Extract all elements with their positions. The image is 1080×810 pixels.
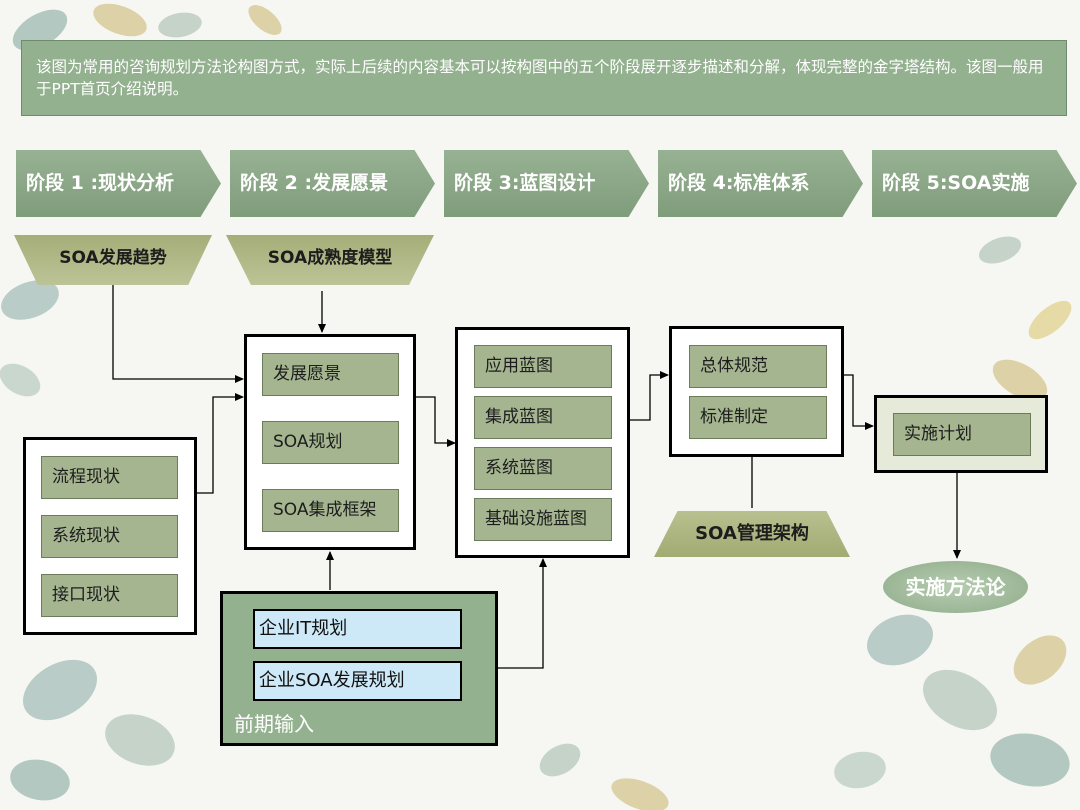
current-state-item-label: 接口现状 bbox=[52, 585, 120, 605]
arrow-trend-to-vision bbox=[112, 285, 244, 383]
header-note: 该图为常用的咨询规划方法论构图方式，实际上后续的内容基本可以按构图中的五个阶段展… bbox=[21, 40, 1067, 116]
soa-maturity-callout: SOA成熟度模型 bbox=[226, 235, 434, 285]
current-state-item: 系统现状 bbox=[41, 515, 178, 558]
stage-3-chevron: 阶段 3:蓝图设计 bbox=[444, 150, 649, 217]
stage-4-label: 阶段 4:标准体系 bbox=[668, 172, 810, 194]
current-state-item: 接口现状 bbox=[41, 574, 178, 617]
vision-item: 发展愿景 bbox=[262, 353, 399, 396]
soa-governance-label: SOA管理架构 bbox=[695, 523, 809, 544]
prior-input-item: 企业IT规划 bbox=[253, 609, 462, 649]
vision-item: SOA集成框架 bbox=[262, 489, 399, 532]
stage-3-label: 阶段 3:蓝图设计 bbox=[454, 172, 596, 194]
arrow-blueprint-to-standards bbox=[628, 371, 669, 421]
methodology-label: 实施方法论 bbox=[905, 575, 1006, 599]
current-state-item-label: 流程现状 bbox=[52, 467, 120, 487]
standards-item: 总体规范 bbox=[689, 345, 827, 388]
blueprint-item: 集成蓝图 bbox=[474, 396, 612, 439]
soa-trend-label: SOA发展趋势 bbox=[59, 248, 167, 268]
blueprint-item-label: 基础设施蓝图 bbox=[485, 509, 587, 529]
standards-item-label: 标准制定 bbox=[700, 407, 768, 427]
header-text: 该图为常用的咨询规划方法论构图方式，实际上后续的内容基本可以按构图中的五个阶段展… bbox=[36, 58, 1044, 98]
vision-item-label: 发展愿景 bbox=[273, 364, 341, 384]
prior-input-item-label: 企业SOA发展规划 bbox=[259, 670, 405, 691]
blueprint-item: 基础设施蓝图 bbox=[474, 498, 612, 541]
blueprint-item: 应用蓝图 bbox=[474, 345, 612, 388]
arrow-standards-to-plan bbox=[843, 374, 874, 430]
soa-governance-callout: SOA管理架构 bbox=[654, 511, 850, 557]
stage-2-chevron: 阶段 2 :发展愿景 bbox=[230, 150, 435, 217]
blueprint-item-label: 集成蓝图 bbox=[485, 407, 553, 427]
blueprint-item-label: 系统蓝图 bbox=[485, 458, 553, 478]
stage-1-chevron: 阶段 1 :现状分析 bbox=[16, 150, 221, 217]
arrow-current-to-vision bbox=[197, 393, 244, 494]
soa-trend-callout: SOA发展趋势 bbox=[14, 235, 212, 285]
standards-item: 标准制定 bbox=[689, 396, 827, 439]
prior-input-item-label: 企业IT规划 bbox=[259, 618, 348, 639]
methodology-ellipse: 实施方法论 bbox=[883, 561, 1028, 613]
stage-4-chevron: 阶段 4:标准体系 bbox=[658, 150, 863, 217]
stage-5-chevron: 阶段 5:SOA实施 bbox=[872, 150, 1077, 217]
vision-item-label: SOA集成框架 bbox=[273, 500, 377, 520]
vision-item-label: SOA规划 bbox=[273, 432, 343, 452]
arrow-vision-to-blueprint bbox=[415, 396, 456, 447]
standards-item-label: 总体规范 bbox=[700, 356, 768, 376]
current-state-item: 流程现状 bbox=[41, 456, 178, 499]
implementation-plan-label: 实施计划 bbox=[904, 424, 972, 444]
vision-item: SOA规划 bbox=[262, 421, 399, 464]
current-state-item-label: 系统现状 bbox=[52, 526, 120, 546]
prior-input-item: 企业SOA发展规划 bbox=[253, 661, 462, 701]
stage-2-label: 阶段 2 :发展愿景 bbox=[240, 172, 389, 194]
stage-5-label: 阶段 5:SOA实施 bbox=[882, 172, 1030, 194]
prior-input-label: 前期输入 bbox=[234, 712, 314, 736]
blueprint-item: 系统蓝图 bbox=[474, 447, 612, 490]
soa-maturity-label: SOA成熟度模型 bbox=[267, 248, 393, 268]
blueprint-item-label: 应用蓝图 bbox=[485, 356, 553, 376]
stage-1-label: 阶段 1 :现状分析 bbox=[26, 172, 175, 194]
implementation-plan: 实施计划 bbox=[893, 413, 1031, 456]
arrow-input-to-blueprint bbox=[498, 558, 547, 669]
